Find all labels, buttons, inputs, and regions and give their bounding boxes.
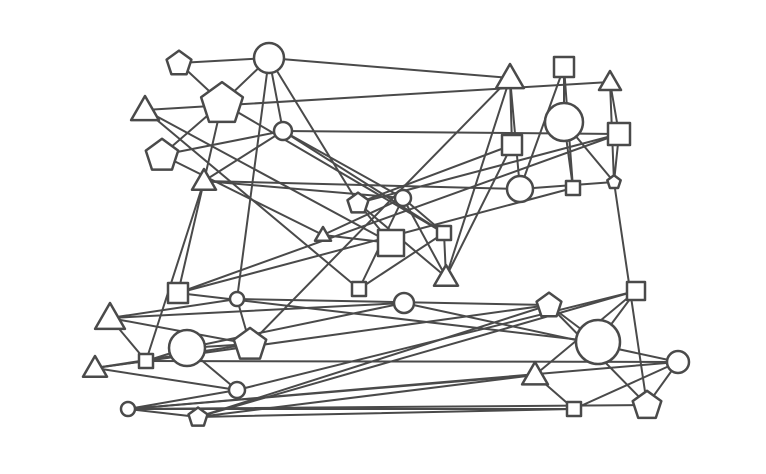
circle-node-n5 — [272, 120, 294, 142]
circle-node-n20 — [543, 101, 585, 143]
pentagon-node-n37 — [187, 406, 209, 427]
circle-node-n32 — [227, 380, 247, 400]
edge-n37-n40 — [197, 408, 575, 418]
circle-node-n39 — [665, 349, 691, 375]
square-node-n21 — [564, 179, 582, 197]
circle-node-n2 — [252, 41, 286, 75]
edge-n2-n25 — [236, 57, 270, 300]
triangle-node-n30 — [81, 354, 109, 378]
square-node-n34 — [625, 280, 647, 302]
triangle-node-n3 — [129, 94, 161, 122]
square-node-n11 — [376, 228, 406, 258]
circle-node-n29 — [392, 291, 416, 315]
pentagon-node-n23 — [606, 174, 622, 190]
square-node-n18 — [552, 55, 576, 79]
edge-n29-n39 — [403, 302, 679, 363]
edge-n5-n12 — [282, 130, 445, 234]
edge-n7-n10 — [203, 180, 404, 199]
circle-node-n25 — [228, 290, 246, 308]
triangle-node-n9 — [313, 225, 333, 243]
edge-n10-n13 — [402, 197, 447, 278]
triangle-node-n7 — [190, 167, 218, 191]
circle-node-n10 — [393, 188, 413, 208]
edge-n21-n24 — [177, 187, 574, 294]
edge-n42-n44 — [127, 361, 679, 410]
edge-n7-n31 — [145, 180, 205, 362]
triangle-node-n15 — [494, 62, 526, 90]
edge-n5-n6 — [161, 130, 284, 156]
square-node-n31 — [137, 352, 155, 370]
edge-n27-n29 — [109, 302, 405, 319]
edge-layer — [94, 57, 679, 418]
edge-n5-n7 — [203, 130, 284, 182]
edge-n25-n27 — [109, 298, 238, 319]
pentagon-node-n41 — [631, 389, 663, 420]
pentagon-node-n33 — [535, 291, 563, 318]
pentagon-node-n4 — [199, 80, 245, 124]
edge-n7-n24 — [177, 180, 205, 294]
square-node-n14 — [350, 280, 368, 298]
edge-n9-n10 — [322, 197, 404, 236]
triangle-node-n19 — [597, 69, 623, 92]
triangle-node-n13 — [432, 263, 460, 287]
edge-n22-n24 — [177, 133, 620, 294]
triangle-node-n38 — [520, 360, 550, 386]
pentagon-node-n6 — [144, 137, 180, 171]
pentagon-node-n1 — [165, 49, 193, 76]
square-node-n40 — [565, 400, 583, 418]
square-node-n16 — [500, 133, 524, 157]
circle-node-n36 — [119, 400, 137, 418]
circle-node-n17 — [505, 174, 535, 204]
edge-n5-n10 — [282, 130, 404, 199]
pentagon-node-n26 — [232, 326, 268, 360]
edge-n3-n11 — [144, 109, 392, 244]
edge-n17-n18 — [519, 66, 565, 190]
edge-n13-n16 — [445, 144, 513, 278]
edge-n30-n32 — [94, 367, 238, 391]
edge-n24-n35 — [177, 292, 599, 343]
edge-n32-n36 — [127, 389, 238, 410]
square-node-n22 — [606, 121, 632, 147]
square-node-n12 — [435, 224, 453, 242]
pentagon-node-n8 — [346, 191, 370, 214]
triangle-node-n27 — [93, 301, 127, 331]
edge-n6-n9 — [161, 154, 324, 236]
edge-n2-n15 — [268, 57, 511, 79]
edge-n28-n29 — [186, 302, 405, 349]
edge-n12-n14 — [358, 232, 445, 290]
circle-node-n28 — [167, 328, 207, 368]
square-node-n24 — [166, 281, 190, 305]
circle-node-n35 — [574, 318, 622, 366]
edge-n36-n37 — [127, 408, 199, 418]
edge-n13-n15 — [445, 77, 511, 278]
node-layer — [81, 41, 691, 427]
edge-n39-n40 — [573, 361, 679, 410]
